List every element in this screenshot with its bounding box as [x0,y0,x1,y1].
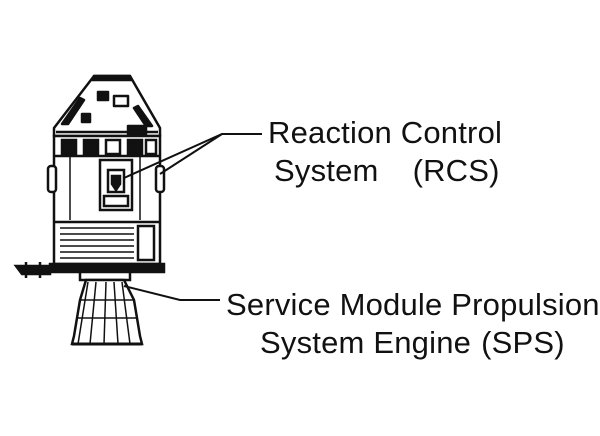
service-module [46,134,166,274]
rcs-leader-line-secondary [159,133,223,175]
rcs-label-system: System [274,153,379,188]
rcs-label-line2: System (RCS) [268,152,502,190]
rcs-label: Reaction Control System (RCS) [268,114,502,190]
leader-lines [123,133,262,301]
sps-label-abbr: (SPS) [481,325,565,360]
command-module [52,74,162,138]
sps-label-system-engine: System Engine [260,325,472,360]
sps-engine-nozzle [70,270,144,346]
sps-label-line1: Service Module Propulsion [226,287,600,322]
antenna [13,262,52,278]
sps-leader-line [123,285,220,301]
rcs-label-line1: Reaction Control [268,115,503,150]
sps-label-line2: System Engine (SPS) [226,324,600,362]
rcs-label-abbr: (RCS) [412,153,500,188]
sps-label: Service Module Propulsion System Engine (… [226,286,600,362]
